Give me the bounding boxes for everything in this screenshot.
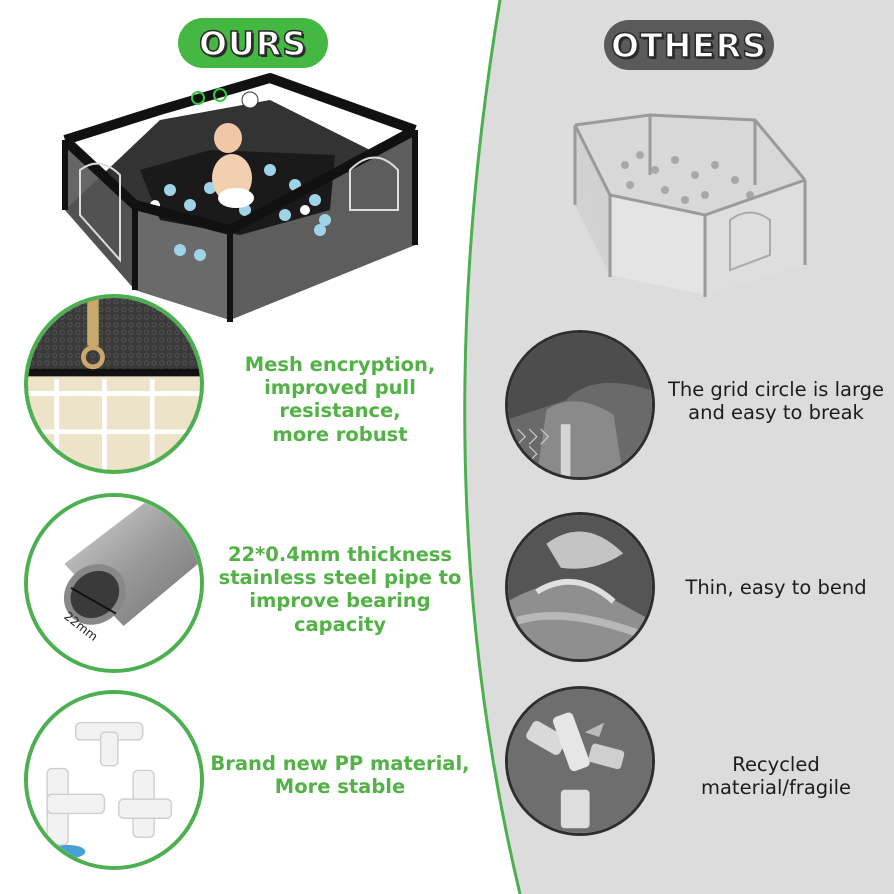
others-playpen-image xyxy=(555,95,815,315)
feature-line: Mesh encryption, xyxy=(244,353,436,376)
others-feature-grid: The grid circle is large and easy to bre… xyxy=(660,378,892,424)
ours-badge: OURS xyxy=(178,18,328,68)
feature-line: Thin, easy to bend xyxy=(685,576,867,599)
ours-steel-pipe-image: 22mm xyxy=(24,493,204,673)
others-bent-pipe-image xyxy=(505,512,655,662)
others-feature-recycled: Recycled material/fragile xyxy=(660,753,892,799)
feature-line: More stable xyxy=(274,775,406,799)
others-broken-connector-image xyxy=(505,686,655,836)
ours-feature-pp: Brand new PP material, More stable xyxy=(205,752,475,798)
feature-line: more robust xyxy=(272,422,408,446)
others-badge-label: OTHERS xyxy=(610,25,767,66)
ours-pp-connectors-image xyxy=(24,690,204,870)
others-torn-mesh-image xyxy=(505,330,655,480)
ours-badge-label: OURS xyxy=(198,23,308,64)
others-feature-thin: Thin, easy to bend xyxy=(660,576,892,599)
feature-line: Recycled xyxy=(732,753,820,776)
feature-line: improve bearing capacity xyxy=(249,589,431,636)
feature-line: Brand new PP material, xyxy=(210,752,470,775)
ours-playpen-image xyxy=(40,60,430,330)
ours-feature-mesh: Mesh encryption, improved pull resistanc… xyxy=(205,353,475,446)
feature-line: stainless steel pipe to xyxy=(218,566,462,590)
others-badge: OTHERS xyxy=(604,20,774,70)
ours-feature-pipe: 22*0.4mm thickness stainless steel pipe … xyxy=(205,543,475,636)
feature-line: The grid circle is large xyxy=(667,378,885,401)
feature-line: improved pull resistance, xyxy=(264,376,416,423)
feature-line: 22*0.4mm thickness xyxy=(227,543,453,566)
ours-mesh-detail-image xyxy=(24,294,204,474)
feature-line: material/fragile xyxy=(700,776,851,800)
feature-line: and easy to break xyxy=(688,401,864,425)
